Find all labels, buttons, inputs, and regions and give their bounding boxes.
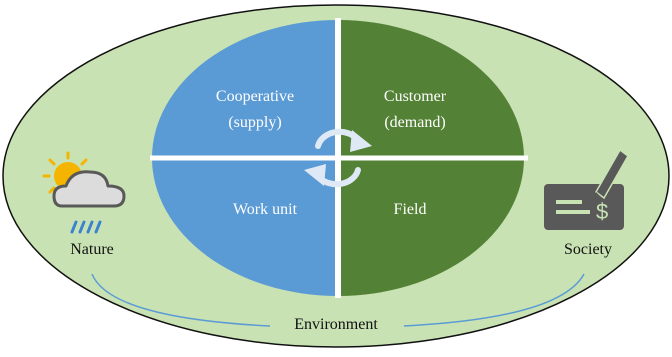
check-signing-icon: $ bbox=[544, 148, 629, 230]
environment-bracket-right bbox=[403, 273, 585, 327]
label-customer: Customer (demand) bbox=[350, 84, 480, 136]
label-nature: Nature bbox=[70, 241, 114, 258]
label-field: Field bbox=[393, 201, 427, 218]
customer-title: Customer bbox=[383, 88, 447, 105]
customer-subtitle: (demand) bbox=[384, 114, 446, 131]
label-work-unit: Work unit bbox=[232, 201, 298, 218]
cooperative-subtitle: (supply) bbox=[228, 114, 282, 131]
svg-text:$: $ bbox=[596, 199, 608, 224]
label-society: Society bbox=[564, 241, 612, 258]
weather-icon bbox=[42, 151, 126, 234]
environment-bracket bbox=[91, 273, 271, 327]
label-cooperative: Cooperative (supply) bbox=[190, 84, 320, 136]
cycle-arrows-icon bbox=[304, 128, 372, 188]
inner-circle bbox=[152, 20, 524, 296]
cooperative-title: Cooperative bbox=[215, 88, 295, 105]
label-environment: Environment bbox=[294, 316, 378, 333]
